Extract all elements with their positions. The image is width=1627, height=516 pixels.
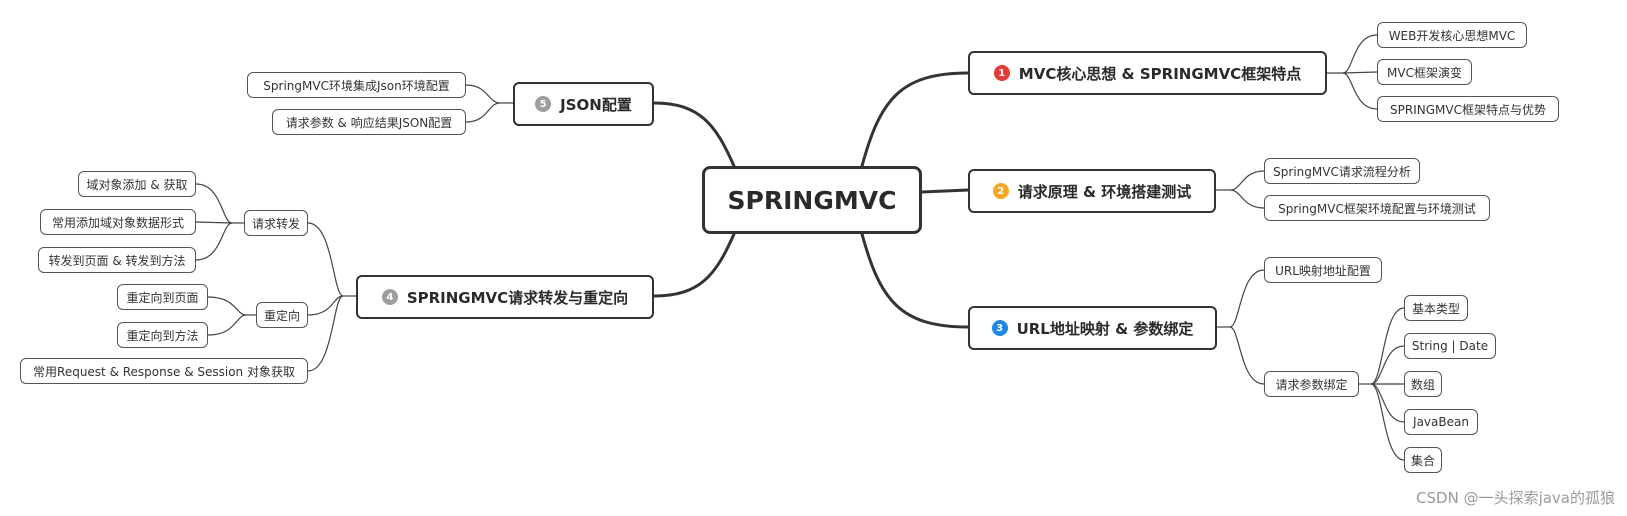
- redirect-item-method[interactable]: 重定向到方法: [117, 322, 208, 348]
- topic-url-mapping[interactable]: 3 URL地址映射 & 参数绑定: [968, 306, 1217, 350]
- forward-item-page-method[interactable]: 转发到页面 & 转发到方法: [38, 247, 196, 273]
- topic-label: JSON配置: [560, 95, 632, 114]
- subtopic-forward[interactable]: 请求转发: [244, 210, 308, 236]
- number-3-icon: 3: [991, 320, 1008, 336]
- edge-root-t3: [860, 232, 970, 329]
- subtopic-env-config[interactable]: SpringMVC框架环境配置与环境测试: [1264, 195, 1490, 221]
- edge-root-t4: [652, 232, 736, 298]
- param-type-javabean[interactable]: JavaBean: [1404, 409, 1478, 435]
- param-type-array[interactable]: 数组: [1404, 371, 1442, 397]
- subtopic-json-params[interactable]: 请求参数 & 响应结果JSON配置: [272, 109, 466, 135]
- param-type-basic[interactable]: 基本类型: [1404, 295, 1468, 321]
- subtopic-redirect[interactable]: 重定向: [256, 302, 308, 328]
- topic-request-principle[interactable]: 2 请求原理 & 环境搭建测试: [968, 169, 1216, 213]
- edge-root-t5: [652, 101, 736, 168]
- edge-root-t1: [860, 71, 970, 168]
- number-4-icon: 4: [381, 289, 398, 305]
- number-1-icon: 1: [993, 65, 1010, 81]
- topic-label: 请求原理 & 环境搭建测试: [1017, 182, 1192, 201]
- forward-item-common-forms[interactable]: 常用添加域对象数据形式: [40, 209, 196, 235]
- topic-label: URL地址映射 & 参数绑定: [1016, 319, 1194, 338]
- root-node[interactable]: SPRINGMVC: [702, 166, 922, 234]
- number-2-icon: 2: [992, 183, 1009, 199]
- forward-item-domain-object[interactable]: 域对象添加 & 获取: [78, 171, 196, 197]
- subtopic-json-env[interactable]: SpringMVC环境集成Json环境配置: [247, 72, 466, 98]
- subtopic-common-objects[interactable]: 常用Request & Response & Session 对象获取: [20, 358, 308, 384]
- topic-label: MVC核心思想 & SPRINGMVC框架特点: [1018, 64, 1302, 83]
- subtopic-mvc-evolution[interactable]: MVC框架演变: [1377, 59, 1472, 85]
- redirect-item-page[interactable]: 重定向到页面: [117, 284, 208, 310]
- topic-mvc-core[interactable]: 1 MVC核心思想 & SPRINGMVC框架特点: [968, 51, 1327, 95]
- param-type-string-date[interactable]: String | Date: [1404, 333, 1496, 359]
- topic-label: SPRINGMVC请求转发与重定向: [406, 288, 629, 307]
- watermark-text: CSDN @一头探索java的孤狼: [1416, 489, 1615, 507]
- subtopic-web-mvc[interactable]: WEB开发核心思想MVC: [1377, 22, 1527, 48]
- subtopic-request-flow[interactable]: SpringMVC请求流程分析: [1264, 158, 1420, 184]
- subtopic-url-mapping-config[interactable]: URL映射地址配置: [1264, 257, 1382, 283]
- subtopic-springmvc-features[interactable]: SPRINGMVC框架特点与优势: [1377, 96, 1559, 122]
- number-5-icon: 5: [535, 96, 552, 112]
- subtopic-param-binding[interactable]: 请求参数绑定: [1264, 371, 1359, 397]
- edge-root-t2: [920, 188, 970, 194]
- param-type-collection[interactable]: 集合: [1404, 447, 1442, 473]
- topic-forward-redirect[interactable]: 4 SPRINGMVC请求转发与重定向: [356, 275, 654, 319]
- topic-json-config[interactable]: 5 JSON配置: [513, 82, 654, 126]
